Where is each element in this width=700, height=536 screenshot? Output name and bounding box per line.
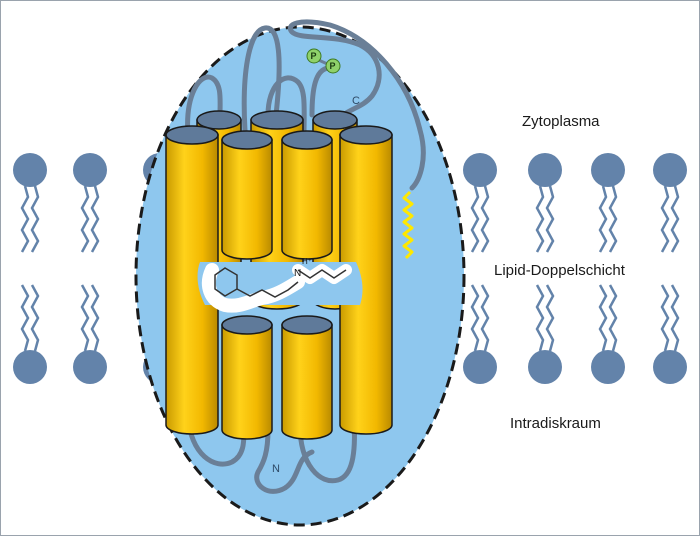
helix-2 [221, 130, 273, 260]
lipid-tail [598, 185, 608, 253]
c-terminus-label: C [352, 95, 360, 107]
n-terminal-tail [254, 427, 315, 494]
lipid-tail [608, 284, 618, 352]
c-terminal-tail [287, 19, 426, 191]
lipid-tail [545, 284, 555, 352]
lipid-tail [20, 284, 30, 352]
phosphate-label-2: P [330, 61, 336, 71]
lipid-tail [608, 185, 618, 253]
loop-cyto-4 [309, 65, 331, 118]
phosphate-1 [306, 48, 322, 64]
palmitoyl-anchor [402, 190, 414, 260]
helix-4 [221, 315, 273, 440]
helix-body [221, 324, 273, 440]
lipid-head [73, 350, 107, 384]
lipid-tail [598, 284, 608, 352]
lipid-tail [480, 185, 490, 253]
lipid-tail [470, 185, 480, 253]
chromophore-charge: H⁺ [302, 257, 312, 266]
lipid-molecule [73, 153, 107, 384]
lipid-tail [90, 284, 100, 352]
helix-cap [196, 110, 242, 130]
helix-body [165, 134, 219, 435]
helix-body [281, 139, 333, 260]
helix-1 [165, 125, 219, 435]
n-terminus-label: N [272, 463, 280, 475]
lipid-head [528, 350, 562, 384]
lipid-head [528, 153, 562, 187]
label-lipid-bilayer: Lipid-Doppelschicht [494, 262, 625, 279]
loop-cyto-3 [265, 75, 307, 138]
lipid-tail [80, 284, 90, 352]
lipid-head [591, 350, 625, 384]
lipid-tail [670, 185, 680, 253]
lipid-tail [535, 284, 545, 352]
loop-cyto-1 [185, 74, 223, 138]
lipid-head [73, 153, 107, 187]
lipid-tail [535, 185, 545, 253]
lipid-head [463, 153, 497, 187]
lipid-tail [20, 185, 30, 253]
phosphate-2 [325, 58, 341, 74]
lipid-tail [660, 284, 670, 352]
helix-5 [281, 315, 333, 440]
lipid-head [13, 350, 47, 384]
lipid-tail [80, 185, 90, 253]
lipid-tail [90, 185, 100, 253]
lipid-head [653, 153, 687, 187]
lipid-molecule [528, 153, 562, 384]
lipid-tail [30, 284, 40, 352]
lipid-head [463, 350, 497, 384]
helix-cap [281, 315, 333, 335]
lipid-tail [670, 284, 680, 352]
helix-cap [250, 110, 304, 130]
loops [185, 19, 426, 494]
lipid-head [591, 153, 625, 187]
lipid-molecule [13, 153, 47, 384]
helix-body [281, 324, 333, 440]
helix-body [339, 134, 393, 435]
helix-cap [221, 130, 273, 150]
lipid-head [653, 350, 687, 384]
lipid-head [13, 153, 47, 187]
loop-cyto-2 [241, 25, 282, 148]
phosphate-label-1: P [311, 51, 317, 61]
helix-cap [281, 130, 333, 150]
lipid-tail [660, 185, 670, 253]
lipid-tail [545, 185, 555, 253]
helix-cap [312, 110, 358, 130]
label-cytoplasm: Zytoplasma [522, 113, 600, 130]
helix-cap [221, 315, 273, 335]
helix-body [221, 139, 273, 260]
lipid-tail [30, 185, 40, 253]
phosphate-group: P P [306, 48, 341, 74]
helix-cap [339, 125, 393, 145]
helix-3 [281, 130, 333, 260]
lipid-molecule [463, 153, 497, 384]
helix-7 [339, 125, 393, 435]
lipid-molecule [653, 153, 687, 384]
lipid-tail [480, 284, 490, 352]
retinal-chromophore: N H⁺ [201, 257, 352, 313]
lipid-molecule [591, 153, 625, 384]
chromophore-nitrogen: N [294, 268, 301, 279]
helix-cap [165, 125, 219, 145]
label-intradisc-space: Intradiskraum [510, 415, 601, 432]
lipid-tail [470, 284, 480, 352]
